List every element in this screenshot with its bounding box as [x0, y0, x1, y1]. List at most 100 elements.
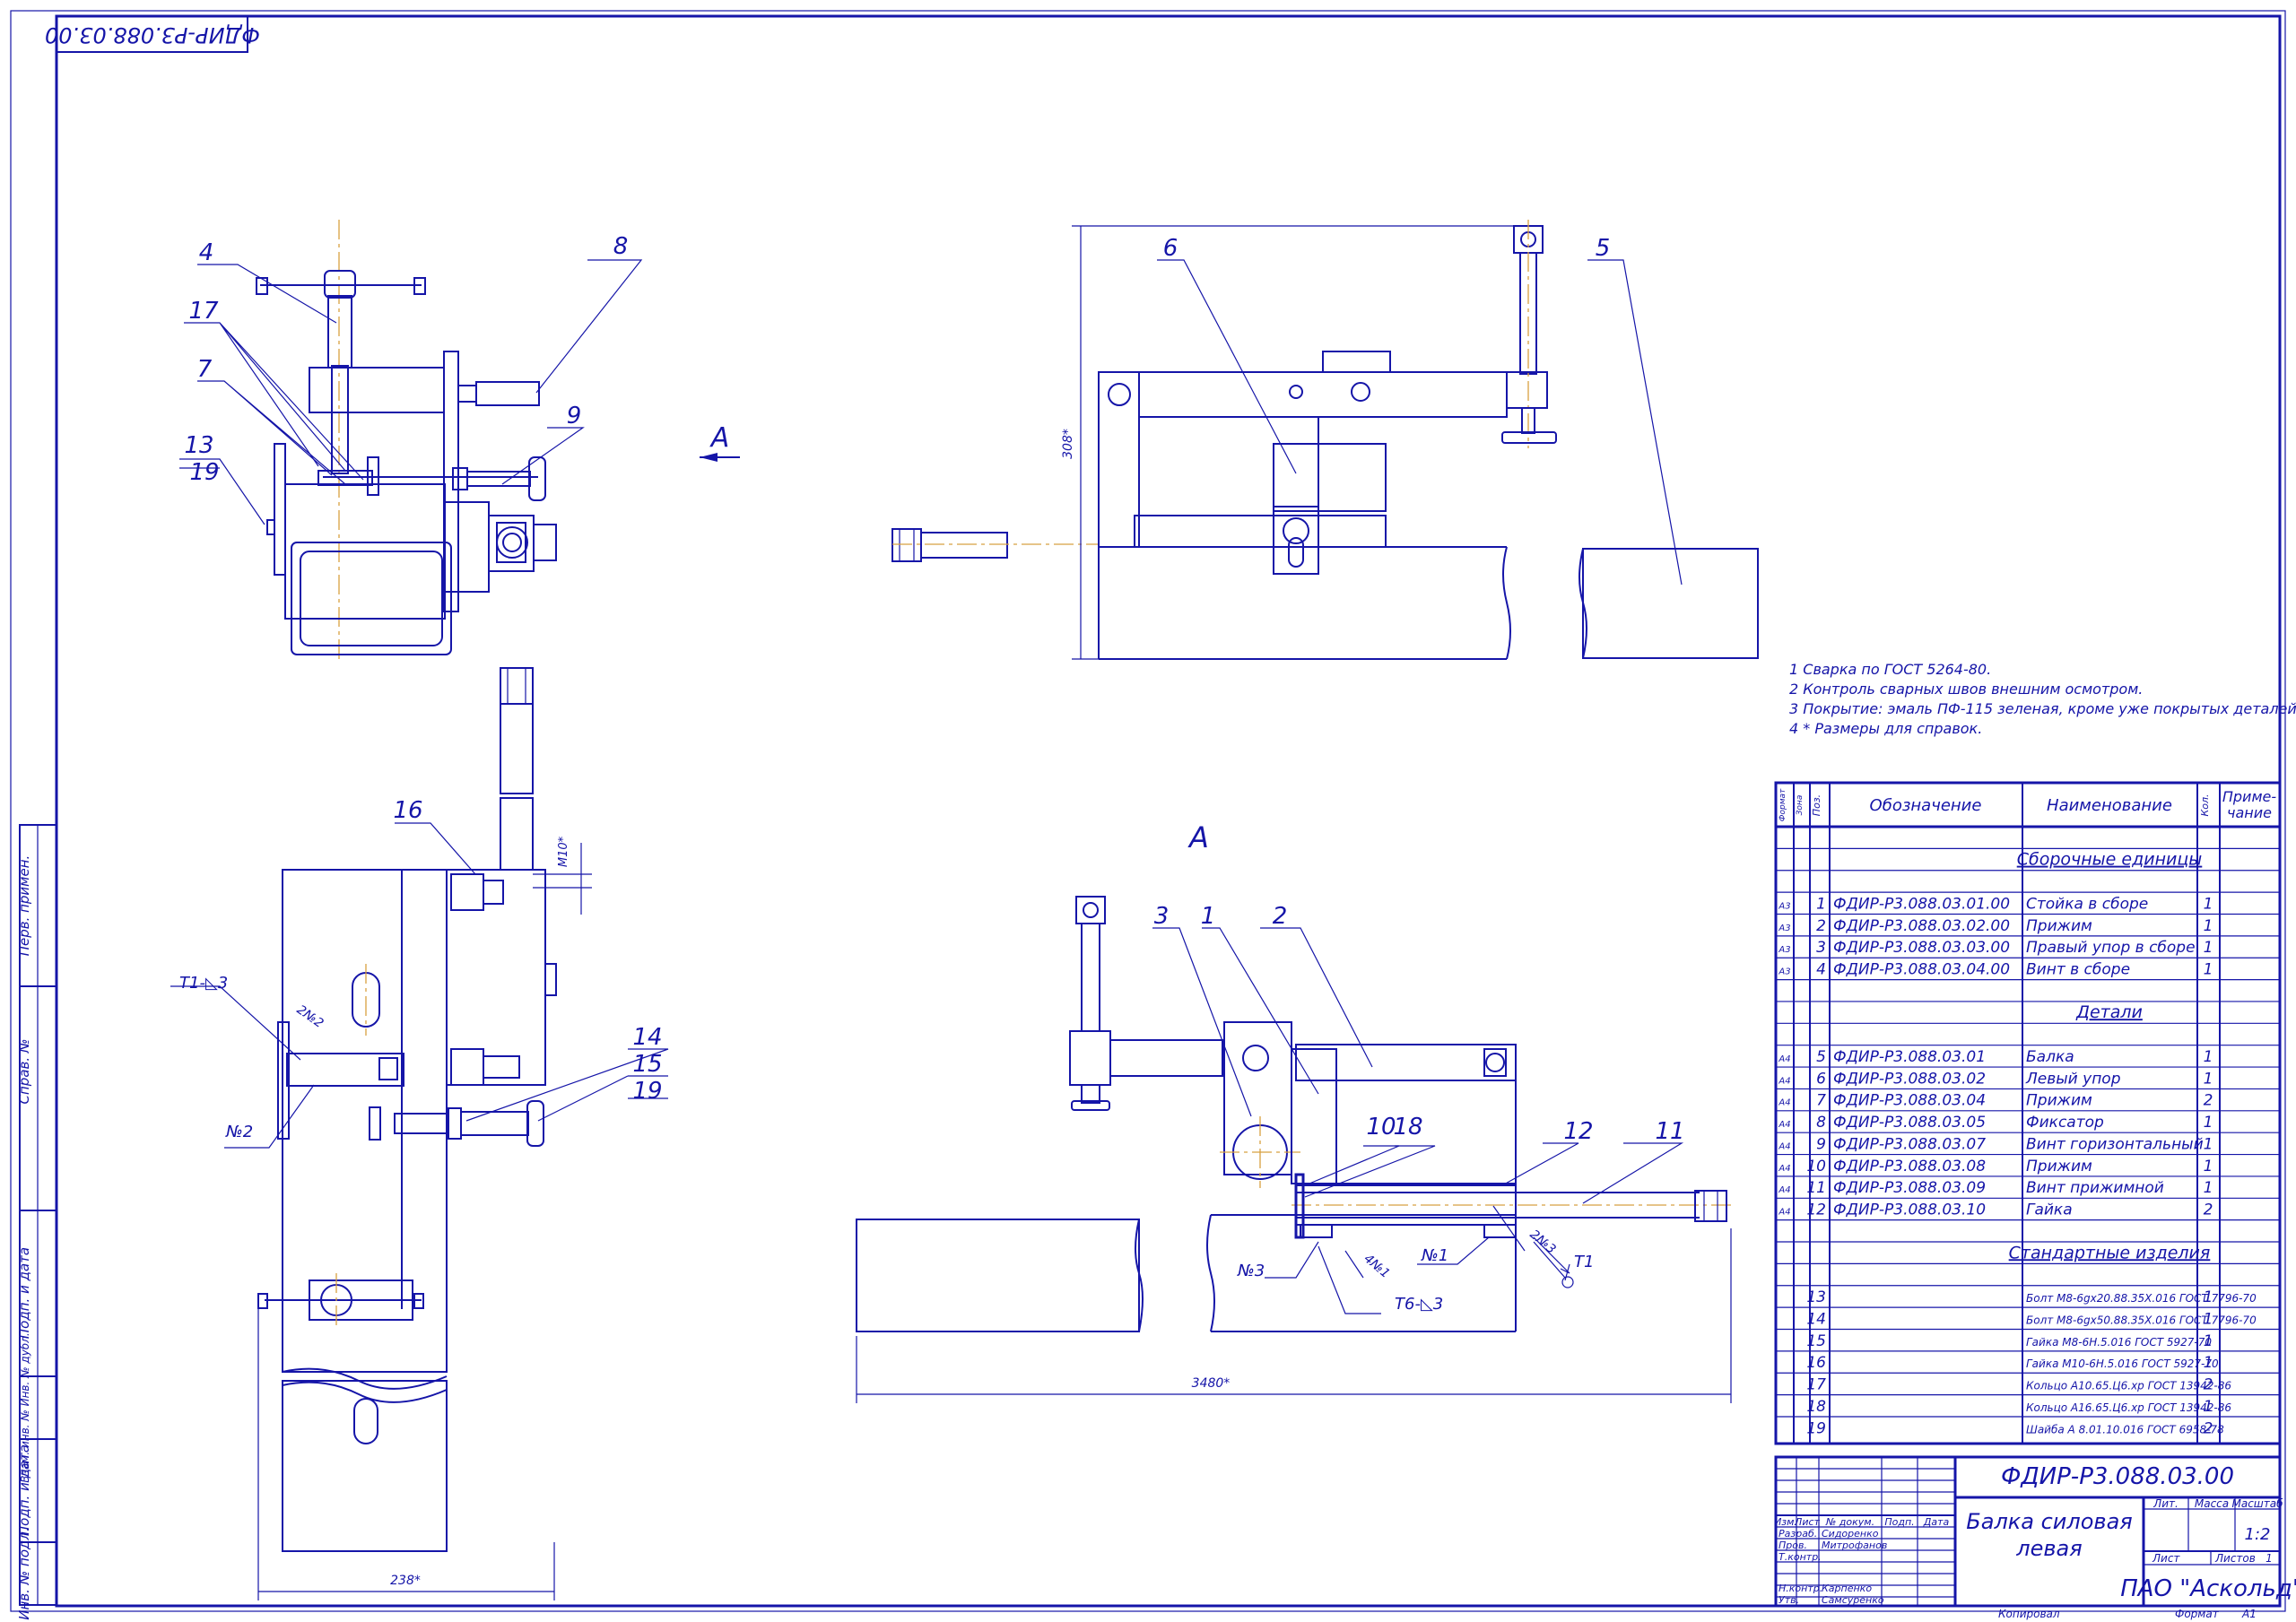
callout-13: 13	[184, 432, 213, 459]
callout-19: 19	[632, 1078, 662, 1105]
name-dev: Сидоренко	[1822, 1528, 1879, 1540]
spec-designation: ФДИР-Р3.088.03.09	[1833, 1179, 1986, 1197]
col-sign: Подп.	[1884, 1516, 1914, 1528]
spec-name: Фиксатор	[2026, 1114, 2104, 1132]
header-pos: Поз.	[1811, 794, 1822, 816]
side-label: Инв. № подл.	[16, 1527, 32, 1619]
spec-qty: 1	[2204, 1332, 2213, 1350]
header-format: Формат	[1779, 788, 1787, 821]
callout-11: 11	[1655, 1118, 1684, 1145]
section-title: Детали	[2075, 1002, 2143, 1022]
spec-format: А4	[1778, 1120, 1790, 1130]
spec-format: А4	[1778, 1164, 1790, 1174]
title-block-code: ФДИР-Р3.088.03.00	[2001, 1463, 2234, 1490]
spec-name: Болт М8-6gх50.88.35Х.016 ГОСТ 7796-70	[2026, 1314, 2257, 1326]
callout-14: 14	[632, 1024, 662, 1051]
spec-pos: 9	[1816, 1135, 1826, 1153]
lit-label: Лит.	[2152, 1497, 2179, 1510]
spec-designation: ФДИР-Р3.088.03.02	[1833, 1070, 1986, 1088]
spec-qty: 1	[2204, 895, 2213, 913]
spec-pos: 15	[1806, 1332, 1826, 1350]
header-zone: Зона	[1796, 795, 1805, 816]
weld-t1: Т1	[1574, 1253, 1594, 1271]
spec-designation: ФДИР-Р3.088.03.02.00	[1833, 917, 2010, 935]
spec-format: А4	[1778, 1076, 1790, 1086]
header-note-1: Приме-	[2222, 788, 2277, 805]
spec-designation: ФДИР-Р3.088.03.01.00	[1833, 895, 2010, 913]
spec-format: А4	[1778, 1098, 1790, 1108]
callout-1: 1	[1201, 903, 1216, 930]
sheet-label: Лист	[2152, 1552, 2180, 1565]
spec-pos: 10	[1806, 1158, 1826, 1175]
section-title: Стандартные изделия	[2009, 1243, 2211, 1262]
company-name: ПАО "Аскольд"	[2120, 1575, 2296, 1602]
role-dev: Разраб.	[1779, 1528, 1817, 1540]
callout-17: 17	[188, 298, 219, 325]
note-line: 2 Контроль сварных швов внешним осмотром…	[1789, 681, 2143, 698]
spec-pos: 7	[1816, 1092, 1826, 1110]
spec-qty: 1	[2204, 1354, 2213, 1372]
spec-qty: 1	[2204, 1048, 2213, 1066]
spec-name: Прижим	[2026, 917, 2092, 935]
role-tcontr: Т.контр.	[1779, 1551, 1822, 1563]
spec-designation: ФДИР-Р3.088.03.03.00	[1833, 939, 2010, 957]
spec-pos: 12	[1806, 1201, 1826, 1219]
weld-t1-top: Т1-◺3	[179, 974, 228, 993]
spec-qty: 1	[2204, 1158, 2213, 1175]
note-line: 4 * Размеры для справок.	[1789, 720, 1982, 737]
title-line-1: Балка силовая	[1966, 1509, 2132, 1534]
spec-pos: 17	[1806, 1376, 1826, 1394]
spec-format: А4	[1778, 1208, 1790, 1218]
spec-format: А4	[1778, 1185, 1790, 1195]
weld-marks: Т1-◺3 2№2 №2 №3 №1 Т6-◺3 Т1 4№1 2№3	[179, 974, 1594, 1314]
dimension-308: 308*	[1061, 429, 1075, 459]
callout-group: 1 2 3 4 5 6 7 8 9 10 11 12 13 14 15 16 1…	[184, 233, 1684, 1145]
scale-label: Масштаб	[2231, 1497, 2283, 1510]
spec-name: Прижим	[2026, 1158, 2092, 1175]
dimension-238-group: 238*	[257, 1309, 555, 1600]
note-line: 3 Покрытие: эмаль ПФ-115 зеленая, кроме …	[1789, 700, 2296, 717]
sheets-count: 1	[2266, 1552, 2273, 1565]
weld-n1: №1	[1421, 1246, 1448, 1265]
callout-4: 4	[199, 239, 214, 266]
callout-3: 3	[1154, 903, 1170, 930]
spec-qty: 1	[2204, 917, 2213, 935]
section-view-a: 3480*	[856, 896, 1732, 1403]
spec-qty: 1	[2204, 1310, 2213, 1328]
side-label: Подп. и дата	[16, 1444, 32, 1536]
callout-16: 16	[393, 797, 422, 824]
spec-qty: 1	[2204, 1179, 2213, 1197]
callout-5: 5	[1596, 235, 1611, 262]
spec-pos: 11	[1806, 1179, 1826, 1197]
spec-name: Прижим	[2026, 1092, 2092, 1110]
spec-format: А4	[1778, 1054, 1790, 1064]
callout-12: 12	[1563, 1118, 1593, 1145]
spec-pos: 13	[1806, 1288, 1826, 1306]
spec-qty: 1	[2204, 939, 2213, 957]
sheets-label: Листов	[2214, 1552, 2256, 1565]
plan-view	[257, 667, 557, 1552]
spec-designation: ФДИР-Р3.088.03.10	[1833, 1201, 1986, 1219]
spec-pos: 4	[1816, 960, 1826, 978]
spec-pos: 2	[1816, 917, 1826, 935]
callout-10: 10	[1366, 1114, 1396, 1141]
dimension-m10-group: M10*	[533, 836, 592, 915]
spec-pos: 16	[1806, 1354, 1826, 1372]
title-line-2: левая	[2015, 1536, 2082, 1561]
spec-designation: ФДИР-Р3.088.03.08	[1833, 1158, 1986, 1175]
callout-18: 18	[1393, 1114, 1422, 1141]
spec-pos: 18	[1806, 1398, 1826, 1416]
title-block: ФДИР-Р3.088.03.00 Балка силовая левая Ли…	[1774, 1455, 2296, 1608]
role-appr: Утв.	[1779, 1594, 1799, 1606]
name-check: Митрофанов	[1822, 1540, 1887, 1551]
view-arrow-label: А	[709, 422, 730, 454]
col-doc: № докум.	[1825, 1516, 1874, 1528]
spec-qty: 1	[2204, 1135, 2213, 1153]
spec-name: Кольцо А10.65.Ц6.хр ГОСТ 13942-86	[2026, 1380, 2231, 1392]
scale-value: 1:2	[2245, 1525, 2271, 1544]
spec-qty: 2	[2204, 1092, 2213, 1110]
spec-qty: 2	[2204, 1419, 2213, 1437]
col-date: Дата	[1923, 1516, 1950, 1528]
format-value: А1	[2241, 1608, 2257, 1620]
spec-qty: 1	[2204, 1070, 2213, 1088]
